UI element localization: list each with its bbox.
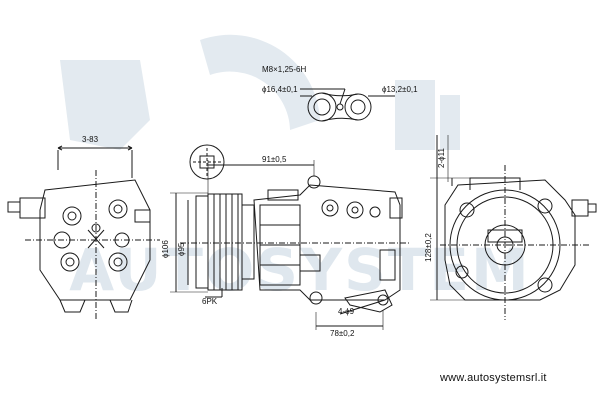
height-dim: 128±0,2 (424, 233, 433, 262)
fitting-dia-left-label: ϕ16,4±0,1 (262, 85, 298, 94)
pulley-offset-dim: 91±0,5 (262, 155, 287, 164)
side-view (170, 144, 410, 330)
front-view (430, 135, 597, 320)
left-offset-dim: 3-83 (82, 135, 99, 144)
website-url[interactable]: www.autosystemsrl.it (440, 372, 547, 384)
pulley-outer-dim: ϕ106 (161, 240, 170, 258)
mount-width-dim: 78±0,2 (330, 329, 355, 338)
watermark-graphics (60, 34, 460, 150)
holes-dim: 4-ϕ9 (338, 307, 355, 316)
rear-view (7, 145, 160, 320)
fitting-detail (300, 88, 395, 122)
fitting-thread-label: M8×1,25-6H (262, 65, 306, 74)
right-top-dim: 2-ϕ11 (437, 148, 446, 168)
fitting-dia-right-label: ϕ13,2±0,1 (382, 85, 418, 94)
belt-type-label: 6PK (202, 297, 218, 306)
watermark-text: AUTOSYSTEM (69, 236, 531, 304)
pulley-inner-dim: ϕ95 (177, 242, 186, 256)
